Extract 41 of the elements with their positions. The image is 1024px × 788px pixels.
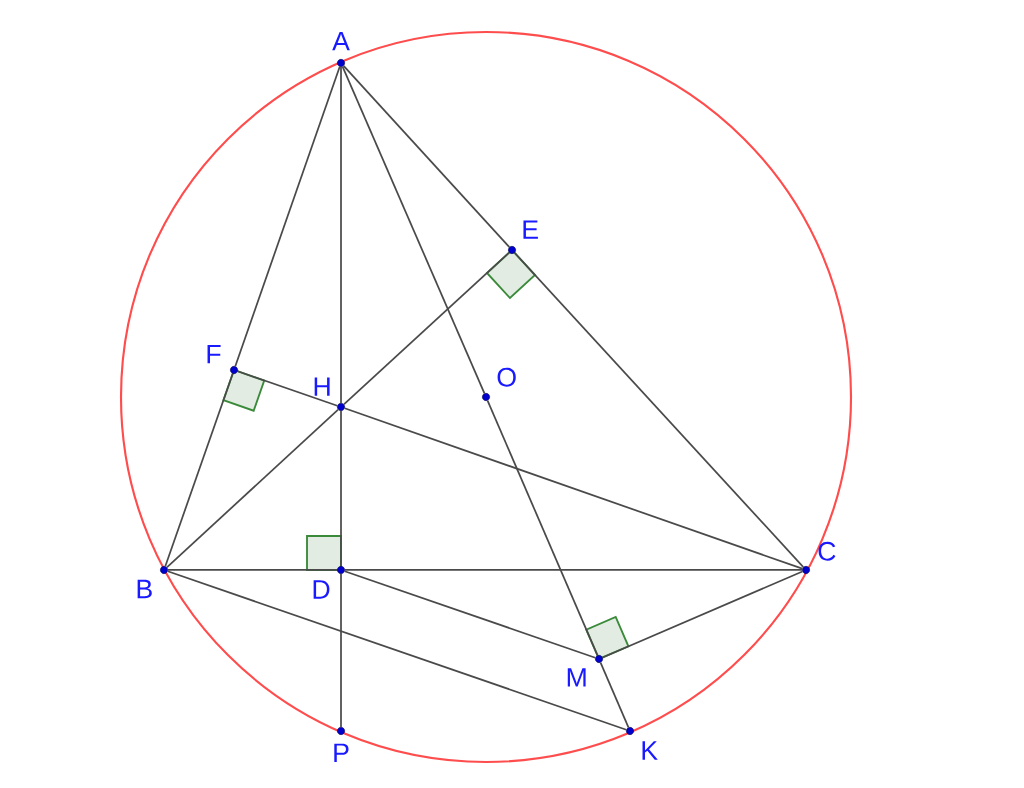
node-label: A [332,32,350,51]
point: O [482,367,516,401]
segment [344,569,803,571]
segment [166,570,628,731]
point: D [313,566,345,599]
segment [343,407,804,570]
segment [342,65,511,248]
segment [486,399,599,657]
node-label: P [334,743,349,762]
segment [513,252,805,568]
point: E [508,220,538,254]
point: B [137,566,168,599]
node-label: F [207,344,221,364]
point: P [334,727,349,762]
segment [166,408,339,569]
segment [599,661,630,729]
node-label: D [313,580,330,599]
segment [341,65,486,395]
node-label: O [497,367,516,387]
node-label: M [567,668,586,687]
point: M [567,655,603,687]
point: F [207,344,238,374]
point: C [802,541,836,574]
segment [601,570,804,659]
node-label: C [818,541,836,561]
segment [340,573,342,728]
point: H [314,377,345,411]
segment [236,370,339,407]
segment [343,570,597,659]
point: A [332,32,350,67]
node-label: H [314,377,330,396]
point: K [626,727,658,760]
segment [234,65,341,368]
segment [164,372,234,568]
node-label: E [523,220,538,239]
segment [167,569,338,571]
segment [343,251,510,406]
node-label: K [642,741,658,760]
segment [340,66,342,404]
segment [340,410,342,567]
node-label: B [137,579,152,599]
